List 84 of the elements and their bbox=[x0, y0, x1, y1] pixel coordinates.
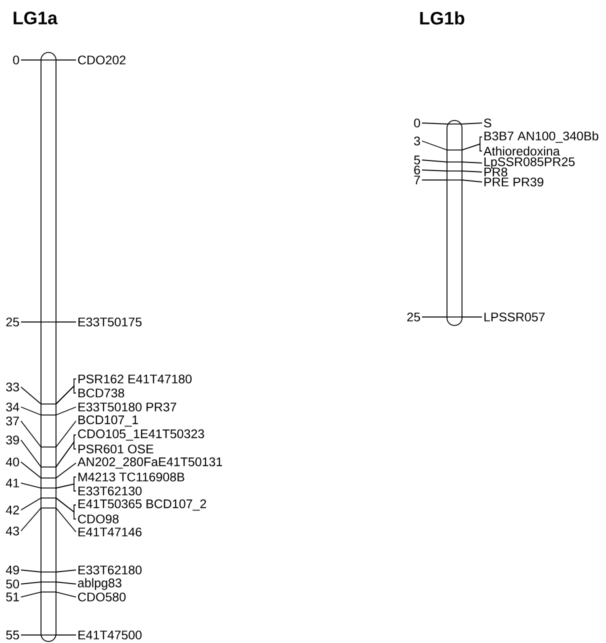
leader-line bbox=[20, 406, 42, 416]
leader-line bbox=[422, 160, 448, 162]
marker-label: CDO580 bbox=[78, 592, 126, 602]
leader-line bbox=[422, 140, 448, 150]
position-label: 33 bbox=[6, 382, 19, 392]
marker-label: LPSSR057 bbox=[484, 312, 545, 322]
chromosome-title: LG1b bbox=[420, 11, 464, 25]
leader-line bbox=[462, 170, 482, 172]
position-label: 25 bbox=[407, 312, 420, 322]
position-label: 39 bbox=[6, 436, 19, 444]
leader-line bbox=[462, 122, 482, 124]
position-label: 51 bbox=[6, 592, 19, 602]
leader-line bbox=[56, 420, 76, 448]
position-label: 41 bbox=[6, 478, 19, 488]
marker-label: PSR601 OSE bbox=[78, 444, 154, 454]
position-label: 37 bbox=[6, 416, 19, 426]
leader-line bbox=[56, 634, 76, 636]
position-label: 49 bbox=[6, 566, 19, 574]
marker-label: PRE PR39 bbox=[484, 178, 544, 186]
position-label: 42 bbox=[6, 506, 19, 514]
marker-label: CDO98 bbox=[78, 514, 119, 524]
position-label: 5 bbox=[414, 156, 420, 164]
position-label: 3 bbox=[414, 136, 420, 146]
position-label: 50 bbox=[6, 580, 20, 588]
marker-label: CDO202 bbox=[78, 56, 126, 64]
marker-label: ablpg83 bbox=[78, 578, 122, 590]
leader-line bbox=[56, 440, 76, 468]
marker-label: E33T62130 bbox=[78, 486, 142, 496]
position-label: 7 bbox=[414, 176, 420, 184]
position-label: 0 bbox=[414, 118, 420, 128]
marker-label: AN202_280FaE41T50131 bbox=[77, 457, 222, 469]
leader-line bbox=[20, 386, 42, 404]
leader-line bbox=[56, 384, 76, 404]
marker-label: S bbox=[484, 118, 492, 128]
position-label: 43 bbox=[6, 526, 19, 536]
leader-line bbox=[20, 482, 42, 488]
marker-label: Athioredoxina bbox=[483, 146, 560, 156]
position-label: 34 bbox=[6, 402, 20, 412]
marker-label: CDO105_1E41T50323 bbox=[78, 429, 204, 441]
marker-label: E41T50365 BCD107_2 bbox=[78, 499, 206, 511]
leader-line bbox=[56, 498, 76, 520]
leader-line bbox=[20, 420, 42, 448]
marker-label: E33T50175 bbox=[78, 318, 142, 326]
position-label: 40 bbox=[6, 458, 20, 466]
leader-line bbox=[20, 582, 42, 584]
leader-line bbox=[20, 634, 42, 636]
position-label: 0 bbox=[13, 56, 20, 64]
leader-line bbox=[56, 462, 76, 478]
marker-label: M4213 TC116908B bbox=[78, 472, 184, 482]
leader-line bbox=[56, 582, 76, 584]
leader-line bbox=[56, 570, 76, 572]
marker-label: E41T47146 bbox=[78, 528, 142, 536]
leader-line bbox=[462, 143, 482, 152]
leader-line bbox=[462, 316, 482, 318]
marker-label: B3B7 AN100_340Bb bbox=[484, 131, 598, 143]
marker-label: E33T50180 PR37 bbox=[78, 402, 176, 412]
chromosome-bar bbox=[446, 120, 462, 326]
marker-label: PR8 bbox=[484, 168, 508, 176]
leader-line bbox=[56, 592, 76, 598]
chromosome-title: LG1a bbox=[14, 12, 58, 24]
leader-line bbox=[422, 170, 448, 172]
marker-label: BCD107_1 bbox=[78, 415, 138, 427]
marker-label: E33T62180 bbox=[78, 566, 142, 574]
leader-line bbox=[56, 406, 76, 416]
leader-line bbox=[20, 508, 42, 532]
chromosome-bar bbox=[40, 52, 56, 642]
marker-label: LpSSR085PR25 bbox=[484, 157, 575, 169]
leader-line bbox=[56, 508, 76, 532]
leader-line bbox=[20, 462, 42, 478]
leader-line bbox=[20, 570, 42, 572]
leader-line bbox=[56, 483, 76, 492]
leader-line bbox=[462, 162, 482, 164]
marker-label: E41T47500 bbox=[78, 630, 142, 640]
position-label: 6 bbox=[414, 166, 420, 174]
leader-line bbox=[462, 180, 482, 182]
leader-line bbox=[422, 316, 448, 318]
position-label: 25 bbox=[6, 318, 20, 326]
leader-line bbox=[20, 592, 42, 598]
leader-line bbox=[422, 122, 448, 124]
leader-line bbox=[20, 498, 42, 510]
marker-label: PSR162 E41T47180 bbox=[78, 374, 192, 384]
marker-label: BCD738 bbox=[78, 388, 124, 398]
leader-line bbox=[20, 440, 42, 468]
position-label: 55 bbox=[6, 630, 20, 640]
